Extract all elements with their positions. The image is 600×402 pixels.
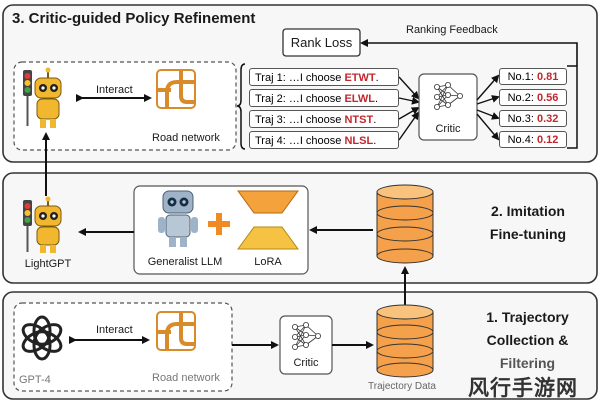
rank-label: No.3:	[507, 113, 534, 125]
trajectory-item: Traj 1: …I choose ETWT.	[249, 68, 399, 86]
trajectory-period: .	[373, 114, 377, 126]
interact-label-3: Interact	[96, 84, 133, 96]
database-icon-1	[376, 304, 434, 378]
rank-label: No.2:	[507, 92, 534, 104]
road-network-icon-1	[156, 311, 196, 351]
section-3-title: 3. Critic-guided Policy Refinement	[12, 10, 256, 27]
trajectory-item: Traj 4: …I choose NLSL.	[249, 131, 399, 149]
trajectory-period: .	[375, 72, 379, 84]
trajectory-brace	[236, 63, 246, 150]
rank-score: 0.12	[536, 134, 559, 146]
rank-item: No.2: 0.56	[499, 89, 567, 106]
trajectory-text: Traj 4: …I choose	[255, 135, 345, 147]
trajectory-period: .	[375, 93, 379, 105]
rank-label: No.4:	[507, 134, 534, 146]
rank-loss-box	[282, 28, 361, 57]
rank-bracket	[567, 65, 578, 149]
gpt4-logo-icon	[21, 315, 63, 361]
trajectory-choice: ETWT	[344, 72, 376, 84]
ranking-feedback-label: Ranking Feedback	[406, 24, 498, 36]
rank-score: 0.81	[536, 71, 559, 83]
database-icon-2	[376, 184, 434, 264]
section-2-title-line1: 2. Imitation	[491, 203, 565, 219]
section-2-title-line2: Fine-tuning	[489, 226, 567, 242]
section-1-title-line2: Collection &	[486, 332, 569, 348]
gpt4-label: GPT-4	[19, 374, 51, 386]
neural-network-icon	[434, 82, 463, 110]
interact-label-1: Interact	[96, 324, 133, 336]
road-network-label-1: Road network	[152, 372, 220, 384]
watermark: 风行手游网	[468, 377, 578, 400]
critic-to-rank-arrows	[476, 74, 500, 141]
lora-label: LoRA	[254, 256, 282, 268]
neural-network-icon-1	[292, 322, 321, 350]
trajectory-text: Traj 2: …I choose	[255, 93, 345, 105]
ranking-feedback-arrow	[360, 39, 578, 66]
section-1-title-line3: Filtering	[499, 355, 556, 371]
road-network-icon	[156, 69, 196, 109]
section-1-title-line1: 1. Trajectory	[486, 309, 569, 325]
trajectory-choice: ELWL	[344, 93, 376, 105]
trajectory-text: Traj 1: …I choose	[255, 72, 345, 84]
rank-item: No.3: 0.32	[499, 110, 567, 127]
trajectory-item: Traj 2: …I choose ELWL.	[249, 89, 399, 107]
generalist-llm-label: Generalist LLM	[147, 256, 223, 268]
rank-label: No.1:	[507, 71, 534, 83]
rank-score: 0.32	[536, 113, 559, 125]
trajectory-choice: NLSL	[344, 135, 374, 147]
trajectory-text: Traj 3: …I choose	[255, 114, 345, 126]
road-network-label-3: Road network	[152, 132, 220, 144]
trajectory-data-label: Trajectory Data	[368, 381, 436, 392]
lora-icon	[237, 190, 299, 250]
lightgpt-label: LightGPT	[24, 258, 72, 270]
trajectory-choice: NTST	[344, 114, 374, 126]
rank-score: 0.56	[536, 92, 559, 104]
critic-label-3: Critic	[435, 123, 461, 135]
lightgpt-robot-icon	[23, 196, 62, 253]
trajectory-item: Traj 3: …I choose NTST.	[249, 110, 399, 128]
trajectory-period: .	[373, 135, 377, 147]
rank-loss-label: Rank Loss	[290, 35, 353, 50]
generalist-robot-icon	[158, 190, 198, 247]
traj-to-critic-arrows	[398, 76, 420, 141]
rank-item: No.4: 0.12	[499, 131, 567, 148]
robot-icon	[23, 67, 62, 128]
critic-label-1: Critic	[293, 357, 319, 369]
rank-item: No.1: 0.81	[499, 68, 567, 85]
plus-icon	[208, 213, 230, 235]
